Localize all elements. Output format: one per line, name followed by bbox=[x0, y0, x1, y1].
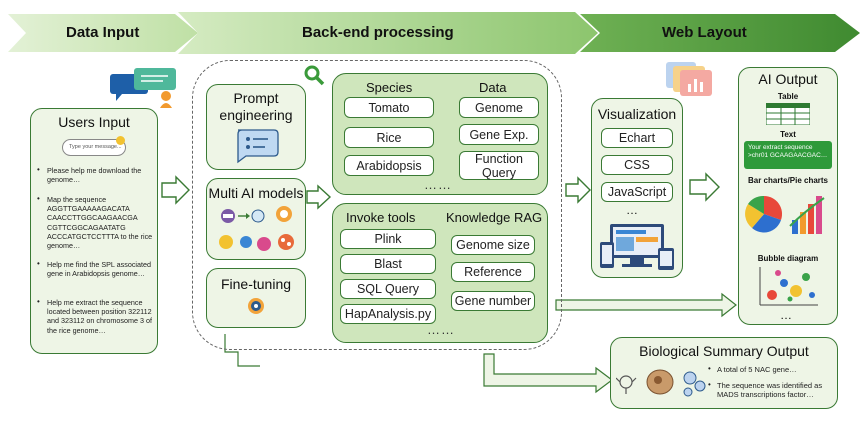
multi-ai-models-title: Multi AI models bbox=[208, 185, 304, 201]
tool-hapanalysis: HapAnalysis.py bbox=[340, 304, 436, 324]
viz-javascript: JavaScript bbox=[601, 182, 673, 202]
banner-arrow-backend bbox=[178, 12, 598, 54]
arrow-right-icon bbox=[689, 172, 720, 202]
tool-plink: Plink bbox=[340, 229, 436, 249]
user-message-1: Please help me download the genome… bbox=[47, 166, 142, 185]
banner-arrow-web-layout bbox=[580, 14, 860, 52]
tool-blast: Blast bbox=[340, 254, 436, 274]
banner-arrows bbox=[8, 12, 860, 54]
bio-summary-title: Biological Summary Output bbox=[639, 343, 809, 359]
bar-pie-label: Bar charts/Pie charts bbox=[747, 176, 829, 185]
bubble-diagram-label: Bubble diagram bbox=[757, 254, 819, 263]
arrow-right-icon bbox=[306, 184, 332, 210]
banner-arrow-data-input bbox=[8, 14, 198, 52]
bio-summary-item-2: The sequence was identified as MADS tran… bbox=[717, 381, 823, 399]
bullet-icon: • bbox=[37, 194, 40, 203]
rag-genome-size: Genome size bbox=[451, 235, 535, 255]
chat-card-icon bbox=[237, 129, 279, 164]
bullet-icon: • bbox=[37, 297, 40, 306]
invoke-tools-title: Invoke tools bbox=[346, 210, 416, 225]
pie-bar-icon bbox=[745, 195, 825, 234]
bio-summary-panel bbox=[610, 337, 838, 409]
backend-container bbox=[192, 60, 562, 350]
species-tomato: Tomato bbox=[344, 97, 434, 118]
rag-gene-number: Gene number bbox=[451, 291, 535, 311]
tool-sql-query: SQL Query bbox=[340, 279, 436, 299]
ai-models-icon bbox=[219, 206, 294, 251]
chat-bubbles-icon bbox=[110, 68, 176, 108]
smiley-icon bbox=[116, 136, 125, 145]
banner-data-input: Data Input bbox=[66, 24, 140, 41]
species-title: Species bbox=[366, 80, 413, 95]
table-icon bbox=[766, 103, 810, 125]
bullet-icon: • bbox=[708, 380, 711, 389]
gear-icon bbox=[248, 298, 264, 314]
viz-echart: Echart bbox=[601, 128, 673, 148]
bullet-icon: • bbox=[37, 165, 40, 174]
data-function-query: Function Query bbox=[459, 151, 539, 180]
chat-input-box[interactable]: Type your message... bbox=[62, 139, 126, 156]
visualization-title: Visualization bbox=[597, 106, 677, 122]
viz-more: … bbox=[626, 203, 638, 217]
data-title: Data bbox=[479, 80, 507, 95]
ai-output-title: AI Output bbox=[758, 71, 818, 87]
users-input-title: Users Input bbox=[58, 114, 130, 130]
table-label: Table bbox=[777, 92, 799, 101]
arrow-right-icon bbox=[161, 175, 190, 205]
bar-chart-icon bbox=[666, 62, 712, 96]
ai-output-more: … bbox=[780, 308, 792, 322]
text-output-box: Your extract sequence >chr01 GCAAGAACGAC… bbox=[744, 141, 832, 169]
text-label: Text bbox=[780, 130, 796, 139]
bullet-icon: • bbox=[37, 259, 40, 268]
arrow-path bbox=[483, 353, 613, 394]
user-message-4: Help me extract the sequence located bet… bbox=[47, 298, 152, 335]
tools-ellipsis: …… bbox=[427, 322, 455, 337]
knowledge-rag-title: Knowledge RAG bbox=[446, 210, 543, 225]
banner-web-layout: Web Layout bbox=[662, 24, 747, 41]
user-message-3: Help me find the SPL associated gene in … bbox=[47, 260, 152, 279]
data-gene-exp: Gene Exp. bbox=[459, 124, 539, 145]
banner-backend: Back-end processing bbox=[302, 24, 454, 41]
devices-icon bbox=[600, 224, 674, 270]
bullet-icon: • bbox=[708, 364, 711, 373]
rag-reference: Reference bbox=[451, 262, 535, 282]
fine-tuning-title: Fine-tuning bbox=[220, 276, 292, 292]
arrow-path bbox=[555, 292, 737, 318]
data-genome: Genome bbox=[459, 97, 539, 118]
bubble-chart-icon bbox=[759, 267, 818, 306]
species-ellipsis: …… bbox=[424, 177, 452, 192]
bio-summary-item-1: A total of 5 NAC gene… bbox=[717, 365, 797, 374]
prompt-engineering-title: Prompt engineering bbox=[219, 90, 293, 123]
species-arabidopsis: Arabidopsis bbox=[344, 155, 434, 176]
user-message-2: Map the sequence AGGTTGAAAAAGACATA CAACC… bbox=[47, 195, 153, 251]
viz-css: CSS bbox=[601, 155, 673, 175]
species-rice: Rice bbox=[344, 127, 434, 148]
cells-icon bbox=[616, 369, 706, 397]
arrow-right-icon bbox=[565, 176, 591, 204]
magnifier-icon bbox=[304, 65, 325, 86]
